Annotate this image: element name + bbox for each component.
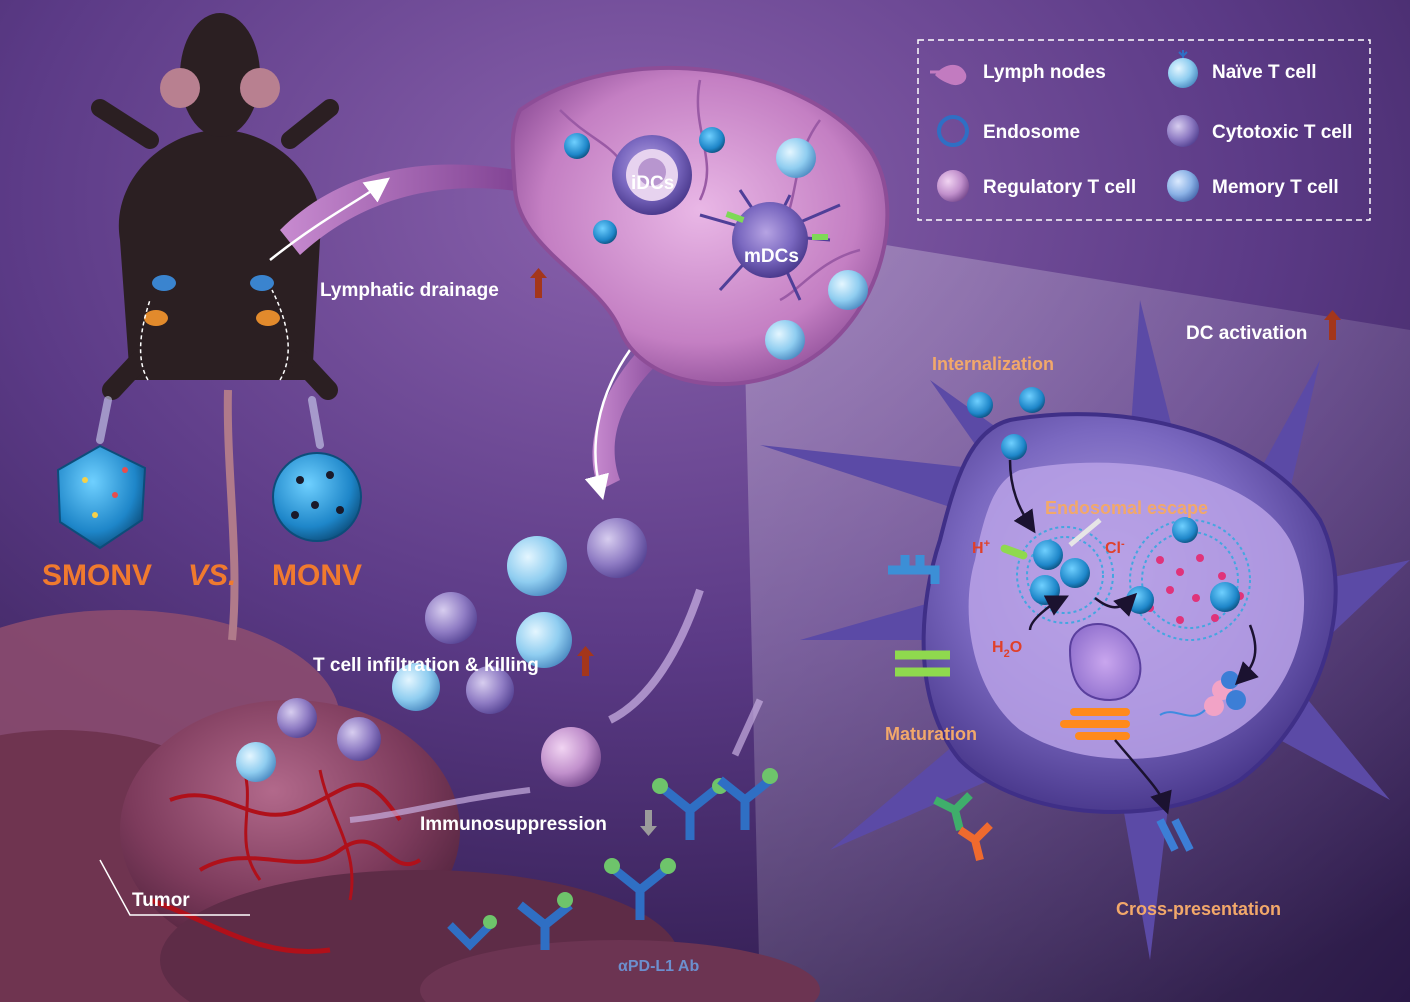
legend-label-naive-t: Naïve T cell bbox=[1212, 62, 1317, 83]
legend-label-regulatory-t: Regulatory T cell bbox=[983, 177, 1136, 198]
drainage-arrow bbox=[269, 177, 391, 261]
label-pdl1-ab: αPD-L1 Ab bbox=[618, 958, 699, 975]
label-lymphatic-drainage: Lymphatic drainage bbox=[320, 280, 499, 301]
np-in-lymph-node bbox=[564, 127, 725, 244]
label-cl-minus: Cl- bbox=[1105, 538, 1125, 557]
golgi bbox=[1060, 708, 1130, 740]
label-vs: VS. bbox=[188, 559, 236, 592]
label-tumor: Tumor bbox=[132, 890, 190, 911]
label-internalization: Internalization bbox=[932, 354, 1054, 374]
peptide bbox=[1159, 709, 1206, 717]
label-idcs: iDCs bbox=[631, 173, 674, 194]
idc-cell bbox=[612, 135, 692, 215]
endosome-icon bbox=[937, 115, 969, 147]
naive-t-cell-icon bbox=[1168, 50, 1198, 88]
efferent-arrow bbox=[584, 349, 632, 501]
flow-arrow-tumor bbox=[349, 787, 531, 823]
legend-label-cytotoxic-t: Cytotoxic T cell bbox=[1212, 122, 1352, 143]
smonv-particle bbox=[56, 444, 147, 550]
legend-border bbox=[917, 39, 1371, 221]
antibodies bbox=[447, 768, 778, 951]
label-h-plus: H+ bbox=[972, 538, 990, 557]
regulatory-t-cell-icon bbox=[937, 170, 969, 202]
label-endosomal-escape: Endosomal escape bbox=[1045, 498, 1208, 518]
proteasome bbox=[1204, 671, 1246, 716]
up-arrow-icon bbox=[530, 268, 547, 298]
mdc-cell bbox=[699, 189, 841, 301]
mouse-illustration bbox=[91, 13, 339, 641]
label-immunosuppression: Immunosuppression bbox=[420, 814, 607, 835]
down-arrow-icon bbox=[640, 810, 657, 836]
monv-particle bbox=[272, 452, 362, 542]
receptors bbox=[888, 555, 1194, 861]
label-t-cell-infiltration: T cell infiltration & killing bbox=[313, 655, 539, 676]
flow-arrow-antibody bbox=[731, 698, 764, 757]
lymphatic-vessel bbox=[280, 164, 540, 255]
label-dc-activation: DC activation bbox=[1186, 323, 1307, 344]
label-cross-presentation: Cross-presentation bbox=[1116, 899, 1281, 919]
efferent-vessel bbox=[592, 330, 680, 490]
legend-label-lymph-nodes: Lymph nodes bbox=[983, 62, 1106, 83]
lymph-node-icon bbox=[930, 64, 967, 86]
nucleus bbox=[1068, 623, 1142, 702]
up-arrow-icon bbox=[1324, 310, 1341, 340]
legend-label-endosome: Endosome bbox=[983, 122, 1080, 143]
memory-t-cell-icon bbox=[1167, 170, 1199, 202]
label-h2o: H2O bbox=[992, 639, 1022, 660]
legend-label-memory-t: Memory T cell bbox=[1212, 177, 1339, 198]
flow-arrow-infiltration bbox=[608, 588, 704, 724]
label-smonv: SMONV bbox=[42, 559, 152, 592]
injection-arrow-left bbox=[96, 396, 112, 444]
cytotoxic-t-cell-icon bbox=[1167, 115, 1199, 147]
injection-arrow-right bbox=[308, 396, 324, 449]
label-maturation: Maturation bbox=[885, 724, 977, 744]
circulating-t-cells bbox=[236, 518, 647, 787]
up-arrow-icon bbox=[577, 646, 594, 676]
legend: Lymph nodes Naïve T cell Endosome Cytoto… bbox=[917, 39, 1371, 221]
naive-t-cells-ln bbox=[765, 138, 868, 360]
dc-process-arrows bbox=[1000, 459, 1259, 815]
label-mdcs: mDCs bbox=[744, 246, 799, 267]
label-monv: MONV bbox=[272, 559, 362, 592]
